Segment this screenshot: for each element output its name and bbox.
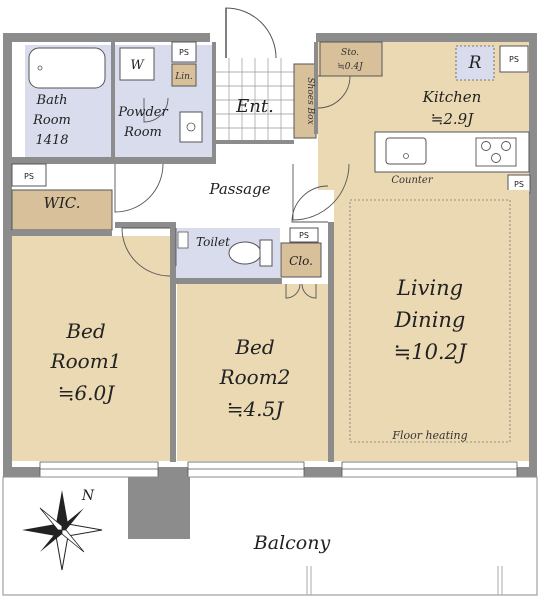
label-fridge: R xyxy=(468,53,482,73)
south-windows xyxy=(39,461,518,478)
entrance-tiles xyxy=(216,58,294,140)
closet-bedroom2 xyxy=(280,242,322,278)
label-kitchen-name: Kitchen xyxy=(422,88,482,106)
label-bedroom1-line1: Bed xyxy=(65,319,105,343)
passage-floor xyxy=(115,164,293,222)
label-bedroom2-line1: Bed xyxy=(234,335,274,359)
label-powder-line1: Powder xyxy=(117,105,168,120)
storage-closet xyxy=(319,41,383,77)
toilet-sink xyxy=(177,231,189,249)
toilet-bowl xyxy=(228,241,262,265)
label-ps-toilet: PS xyxy=(299,231,309,240)
entrance-bottom-wall xyxy=(216,140,294,144)
front-door-swing xyxy=(225,7,277,59)
fridge-space xyxy=(455,45,495,81)
ps-box-powder xyxy=(171,41,197,63)
label-living-line1: Living xyxy=(396,276,463,300)
label-wic: WIC. xyxy=(43,194,80,212)
label-compass-north: N xyxy=(81,488,95,504)
bathtub-drain xyxy=(37,65,43,71)
bedroom1-floor xyxy=(12,236,170,461)
balcony-railing-posts xyxy=(306,566,503,595)
label-storage-name: Sto. xyxy=(341,48,359,58)
label-bath-line1: Bath xyxy=(36,93,68,108)
label-closet: Clo. xyxy=(289,254,313,268)
living-dining-floor xyxy=(334,190,529,461)
label-linen: Lin. xyxy=(174,72,193,82)
balcony-area xyxy=(2,476,538,596)
compass-rose-icon xyxy=(22,490,103,571)
washer-space xyxy=(119,47,155,81)
label-ps-powder: PS xyxy=(179,48,189,57)
label-living-line2: Dining xyxy=(394,308,466,332)
label-powder-line2: Room xyxy=(123,125,162,140)
wash-basin-bowl xyxy=(186,122,196,132)
balcony-partition xyxy=(128,477,190,539)
ps-box-toilet xyxy=(289,227,319,243)
label-kitchen-size: ≒2.9J xyxy=(431,110,474,128)
label-counter: Counter xyxy=(391,175,433,186)
linen-closet xyxy=(171,63,197,87)
passage-bottom-wall xyxy=(115,222,175,228)
sink-drain xyxy=(403,153,409,159)
label-entrance: Ent. xyxy=(235,96,274,117)
label-ps-kitchen: PS xyxy=(509,55,519,64)
label-bedroom2-size: ≒4.5J xyxy=(227,397,285,421)
wic-bottom-wall xyxy=(12,230,112,236)
bedroom2-floor xyxy=(177,284,328,461)
label-shoes-box: Shoes Box xyxy=(305,77,315,124)
bedroom-partition xyxy=(170,222,176,462)
wet-area-wall xyxy=(12,157,212,164)
wash-basin xyxy=(179,111,203,143)
label-ps-counter: PS xyxy=(514,180,524,189)
label-balcony: Balcony xyxy=(253,532,331,554)
label-storage-size: ≒0.4J xyxy=(337,62,364,72)
bathtub xyxy=(28,47,106,89)
label-toilet: Toilet xyxy=(196,235,230,249)
label-bedroom2-line2: Room2 xyxy=(219,365,291,389)
label-bath-line2: Room xyxy=(32,113,71,128)
entrance-left-wall xyxy=(212,42,216,164)
toilet-tank xyxy=(259,239,273,267)
floor-heating-zone xyxy=(349,199,511,443)
walk-in-closet xyxy=(11,189,113,231)
kitchen-sink xyxy=(385,137,427,165)
cooktop xyxy=(475,137,517,167)
label-ps-wic: PS xyxy=(24,172,34,181)
bath-partition xyxy=(111,42,115,157)
label-washer: W xyxy=(130,58,145,73)
label-living-size: ≒10.2J xyxy=(394,340,468,364)
label-passage: Passage xyxy=(208,180,270,198)
label-bedroom1-size: ≒6.0J xyxy=(58,381,116,405)
label-bedroom1-line2: Room1 xyxy=(50,349,122,373)
label-bath-code: 1418 xyxy=(35,133,68,148)
label-floor-heating: Floor heating xyxy=(391,429,467,442)
ps-box-kitchen xyxy=(499,45,529,73)
ps-box-wic xyxy=(11,163,47,187)
door-swings xyxy=(114,75,351,299)
living-partition xyxy=(328,222,334,462)
kitchen-left-wall xyxy=(314,42,318,134)
bedroom2-top-wall xyxy=(176,278,282,284)
